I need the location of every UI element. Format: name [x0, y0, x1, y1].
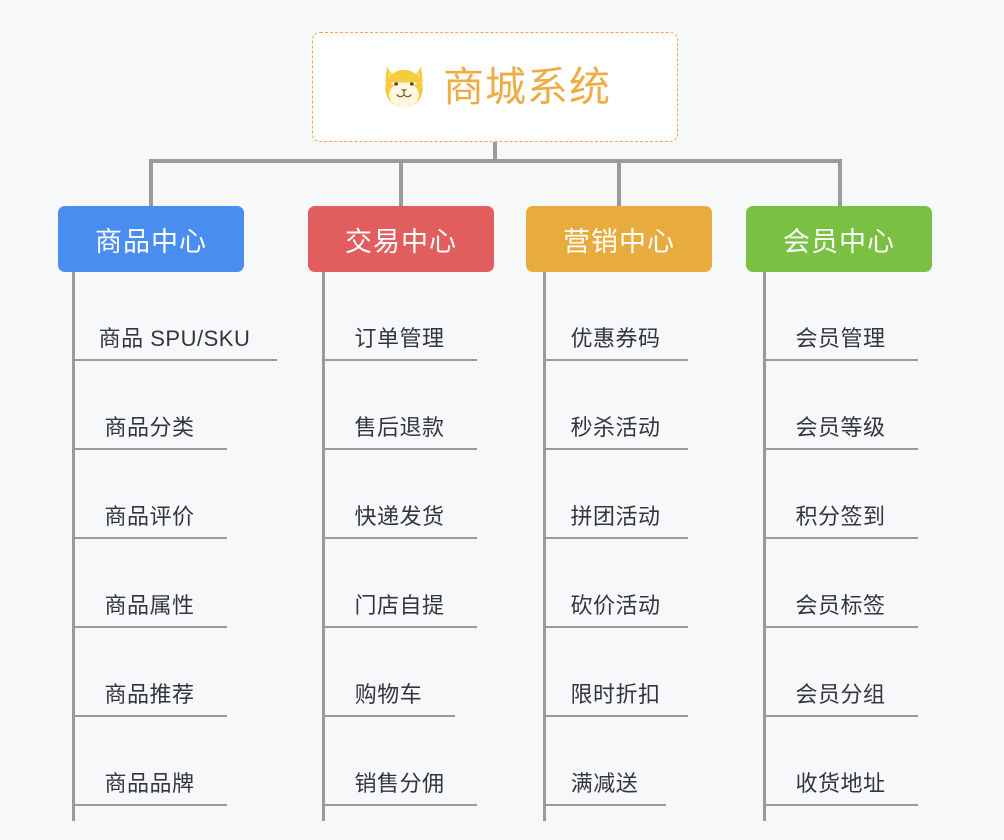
leaf-item[interactable]: 商品 SPU/SKU: [72, 272, 277, 361]
column-spine-2: [322, 272, 325, 821]
connector-drop-1: [149, 159, 153, 207]
leaf-label: 购物车: [354, 682, 423, 707]
leaf-label: 门店自提: [354, 593, 445, 618]
leaf-label: 拼团活动: [570, 504, 661, 529]
leaf-item[interactable]: 会员标签: [763, 539, 918, 628]
leaf-item[interactable]: 会员管理: [763, 272, 918, 361]
leaf-item[interactable]: 订单管理: [322, 272, 477, 361]
leaf-item[interactable]: 商品推荐: [72, 628, 227, 717]
leaf-label: 秒杀活动: [570, 415, 661, 440]
leaf-label: 会员标签: [795, 593, 886, 618]
column-spine-4: [763, 272, 766, 821]
column-spine-3: [543, 272, 546, 821]
leaf-item[interactable]: 砍价活动: [543, 539, 688, 628]
leaf-label: 会员管理: [795, 326, 886, 351]
leaf-item[interactable]: 拼团活动: [543, 450, 688, 539]
leaf-item[interactable]: 收货地址: [763, 717, 918, 806]
branch-label-3: 营销中心: [563, 226, 675, 257]
leaf-label: 砍价活动: [570, 593, 661, 618]
connector-drop-3: [617, 159, 621, 207]
leaf-label: 优惠券码: [570, 326, 661, 351]
leaf-label: 商品分类: [104, 415, 195, 440]
leaf-item[interactable]: 售后退款: [322, 361, 477, 450]
branch-box-2[interactable]: 交易中心: [308, 206, 494, 272]
leaf-label: 商品品牌: [104, 771, 195, 796]
branch-box-3[interactable]: 营销中心: [526, 206, 712, 272]
leaf-item[interactable]: 商品品牌: [72, 717, 227, 806]
branch-label-2: 交易中心: [345, 226, 457, 257]
leaf-item[interactable]: 会员分组: [763, 628, 918, 717]
root-title: 商城系统: [443, 63, 611, 110]
leaf-item[interactable]: 优惠券码: [543, 272, 688, 361]
leaf-item[interactable]: 限时折扣: [543, 628, 688, 717]
column-spine-1: [72, 272, 75, 821]
leaf-label: 商品 SPU/SKU: [98, 326, 251, 351]
connector-horizontal-bus: [149, 159, 842, 163]
leaf-item[interactable]: 秒杀活动: [543, 361, 688, 450]
leaf-item[interactable]: 商品评价: [72, 450, 227, 539]
shiba-dog-face-icon: [385, 66, 423, 108]
branch-label-1: 商品中心: [95, 226, 207, 257]
leaf-item[interactable]: 购物车: [322, 628, 455, 717]
leaf-label: 积分签到: [795, 504, 886, 529]
leaf-label: 商品推荐: [104, 682, 195, 707]
leaf-item[interactable]: 门店自提: [322, 539, 477, 628]
branch-label-4: 会员中心: [783, 226, 895, 257]
leaf-item[interactable]: 销售分佣: [322, 717, 477, 806]
leaf-label: 会员等级: [795, 415, 886, 440]
leaf-item[interactable]: 积分签到: [763, 450, 918, 539]
leaf-label: 限时折扣: [570, 682, 661, 707]
leaf-label: 订单管理: [354, 326, 445, 351]
leaf-label: 销售分佣: [354, 771, 445, 796]
leaf-label: 会员分组: [795, 682, 886, 707]
leaf-item[interactable]: 商品属性: [72, 539, 227, 628]
leaf-item[interactable]: 会员等级: [763, 361, 918, 450]
leaf-label: 满减送: [570, 771, 639, 796]
branch-box-1[interactable]: 商品中心: [58, 206, 244, 272]
leaf-label: 商品属性: [104, 593, 195, 618]
branch-box-4[interactable]: 会员中心: [746, 206, 932, 272]
leaf-label: 收货地址: [795, 771, 886, 796]
leaf-item[interactable]: 满减送: [543, 717, 666, 806]
leaf-label: 商品评价: [104, 504, 195, 529]
leaf-label: 售后退款: [354, 415, 445, 440]
leaf-item[interactable]: 商品分类: [72, 361, 227, 450]
root-node[interactable]: 商城系统: [312, 32, 678, 142]
connector-drop-4: [838, 159, 842, 207]
connector-drop-2: [399, 159, 403, 207]
leaf-item[interactable]: 快递发货: [322, 450, 477, 539]
connector-root-stem: [493, 142, 497, 162]
leaf-label: 快递发货: [354, 504, 445, 529]
